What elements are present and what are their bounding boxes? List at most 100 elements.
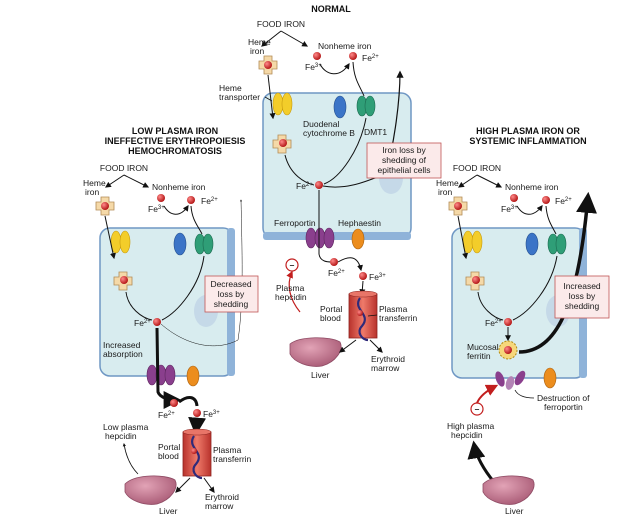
low-panel: LOW PLASMA IRON INEFFECTIVE ERYTHROPOIES… (83, 126, 259, 516)
high-heme-iron-2: iron (438, 187, 452, 197)
low-iron-out-fe3 (193, 409, 201, 417)
low-heme-iron-1: Heme (83, 178, 106, 188)
low-marrow-1: Erythroid (205, 492, 239, 502)
low-liver (124, 475, 177, 505)
high-hephaestin (543, 367, 557, 389)
high-title-2: SYSTEMIC INFLAMMATION (469, 136, 586, 146)
normal-iron-out-fe2 (330, 258, 338, 266)
normal-portal-vessel (348, 290, 378, 342)
high-heme-iron-1: Heme (436, 178, 459, 188)
low-iron-out-fe2 (170, 399, 178, 407)
low-iron-fe3 (157, 194, 165, 202)
low-fe2-cell-label: Fe2+ (134, 318, 151, 328)
normal-iron-fe3 (313, 52, 321, 60)
normal-hepcidin-2: hepcidin (275, 292, 307, 302)
high-increased-loss-3: shedding (565, 301, 600, 311)
high-liver-label: Liver (505, 506, 524, 516)
normal-food-iron: FOOD IRON (257, 19, 305, 29)
high-mucosal-ferritin (498, 340, 518, 360)
high-destruction-1: Destruction of (537, 393, 590, 403)
normal-nonheme-label: Nonheme iron (318, 41, 372, 51)
normal-portal-blood-2: blood (320, 313, 341, 323)
high-fe2-cell-label: Fe2+ (485, 318, 502, 328)
high-iron-fe3 (510, 194, 518, 202)
normal-iron-loss-box (366, 142, 442, 179)
low-heme-molecule-cell (113, 271, 133, 291)
normal-heme-molecule-cell (272, 134, 292, 154)
normal-minus: – (290, 260, 295, 270)
low-marrow-2: marrow (205, 501, 234, 511)
low-increased-absorption-2: absorption (103, 349, 143, 359)
low-ferroportin (146, 364, 176, 386)
high-hepcidin-1: High plasma (447, 421, 495, 431)
normal-dcytb-label-2: cytochrome B (303, 128, 355, 138)
high-liver (482, 475, 535, 505)
normal-dcytb-label-1: Duodenal (303, 119, 340, 129)
low-fe3-label: Fe3+ (148, 204, 165, 214)
normal-portal-blood-1: Portal (320, 304, 342, 314)
low-liver-label: Liver (159, 506, 178, 516)
high-nonheme-label: Nonheme iron (505, 182, 559, 192)
low-heme-transporter (110, 230, 131, 254)
low-hephaestin (186, 365, 200, 387)
normal-panel: NORMAL FOOD IRON Heme iron Nonheme iron … (219, 4, 442, 380)
normal-heme-transporter-label-2: transporter (219, 92, 260, 102)
low-heme-molecule-top (95, 196, 115, 216)
high-destroyed-ferroportin (495, 370, 526, 390)
normal-iron-out-fe3 (359, 272, 367, 280)
low-title-2: INEFFECTIVE ERYTHROPOIESIS (105, 136, 246, 146)
high-dmt1 (547, 233, 567, 255)
high-minus: – (475, 404, 480, 414)
high-panel: HIGH PLASMA IRON OR SYSTEMIC INFLAMMATIO… (436, 126, 610, 516)
high-title-1: HIGH PLASMA IRON OR (476, 126, 580, 136)
normal-fe2-cell-label: Fe2+ (296, 181, 313, 191)
low-heme-iron-2: iron (85, 187, 99, 197)
high-heme-molecule-top (448, 196, 468, 216)
normal-transferrin-1: Plasma (379, 304, 408, 314)
high-increased-loss-box (554, 275, 610, 319)
low-decreased-loss-3: shedding (214, 299, 249, 309)
low-transferrin-2: transferrin (213, 454, 252, 464)
low-nonheme-label: Nonheme iron (152, 182, 206, 192)
normal-fe2-label: Fe2+ (362, 53, 379, 63)
low-portal-blood-1: Portal (158, 442, 180, 452)
normal-fe2-out-label: Fe2+ (328, 268, 345, 278)
low-increased-absorption-1: Increased (103, 340, 141, 350)
normal-cell-base (263, 232, 411, 240)
low-transferrin-1: Plasma (213, 445, 242, 455)
low-iron-cell (153, 318, 161, 326)
high-heme-molecule-cell (465, 271, 485, 291)
low-iron-fe2 (187, 196, 195, 204)
normal-iron-loss-2: shedding of (382, 155, 427, 165)
low-fe2-out-label: Fe2+ (158, 410, 175, 420)
normal-hephaestin (351, 228, 365, 250)
normal-heme-transporter (272, 92, 293, 116)
high-ferritin-2: ferritin (467, 351, 491, 361)
high-fe3-label: Fe3+ (501, 204, 518, 214)
normal-liver-label: Liver (311, 370, 330, 380)
normal-ferroportin-label: Ferroportin (274, 218, 316, 228)
low-portal-blood-2: blood (158, 451, 179, 461)
high-iron-fe2 (542, 196, 550, 204)
normal-ferroportin (305, 227, 335, 249)
low-fe2-label: Fe2+ (201, 196, 218, 206)
normal-liver (289, 337, 342, 367)
normal-fe3-out-label: Fe3+ (369, 272, 386, 282)
normal-iron-cell (315, 181, 323, 189)
normal-dmt1-label: DMT1 (364, 127, 387, 137)
low-portal-vessel (182, 428, 212, 480)
low-cytochrome-b (173, 232, 187, 256)
low-dmt1 (194, 233, 214, 255)
low-title-3: HEMOCHROMATOSIS (128, 146, 222, 156)
high-cytochrome-b (525, 232, 539, 256)
normal-heme-molecule-top (258, 55, 278, 75)
high-fe2-label: Fe2+ (555, 196, 572, 206)
high-increased-loss-1: Increased (563, 281, 601, 291)
low-hepcidin-2: hepcidin (105, 431, 137, 441)
normal-heme-transporter-label-1: Heme (219, 83, 242, 93)
normal-title: NORMAL (311, 4, 351, 14)
low-decreased-loss-1: Decreased (210, 279, 251, 289)
low-food-iron: FOOD IRON (100, 163, 148, 173)
